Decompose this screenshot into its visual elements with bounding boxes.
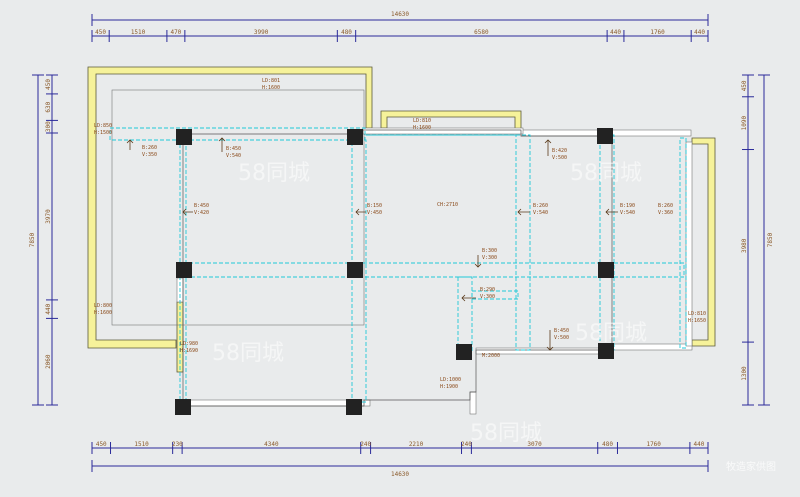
window-label-sub: H:1690 — [180, 348, 198, 354]
top-segment-label: 480 — [341, 29, 352, 36]
beam-label-sub: V:500 — [552, 155, 567, 161]
top-segment-label: 450 — [95, 29, 106, 36]
beam-label-sub: V:420 — [194, 210, 209, 216]
window-label: LD:1000 — [440, 377, 461, 383]
beam-label: B:290 — [480, 287, 495, 293]
window-label: LD:801 — [262, 78, 280, 84]
top-segment-label: 470 — [170, 29, 181, 36]
column — [176, 129, 192, 145]
bottom-segment-label: 1760 — [646, 441, 661, 448]
beam-label: B:150 — [367, 203, 382, 209]
top-total-label: 14630 — [391, 11, 409, 18]
door-label: M:2000 — [482, 353, 500, 359]
right-segment-label: 1090 — [741, 116, 748, 131]
bottom-segment-label: 4340 — [264, 441, 279, 448]
beam-label-sub: V:350 — [142, 152, 157, 158]
left-segment-label: 3970 — [45, 209, 52, 224]
beam-label-sub: V:360 — [658, 210, 673, 216]
wall-left-exterior — [88, 67, 372, 348]
watermark-text: 58同城 — [212, 341, 284, 366]
beam-label: B:450 — [554, 328, 569, 334]
window-label-sub: H:1600 — [413, 125, 431, 131]
beam-label-sub: V:540 — [533, 210, 548, 216]
footer-credit: 牧造家供图 — [726, 458, 776, 473]
beam-label-sub: V:540 — [226, 153, 241, 159]
bottom-segment-label: 2210 — [409, 441, 424, 448]
right-dimensions: 7850 450 1090 3980 1300 — [741, 75, 774, 405]
wall-bottom-mid — [470, 392, 476, 414]
beam-label: B:450 — [194, 203, 209, 209]
window-label: LD:810 — [688, 311, 706, 317]
wall-top-center — [363, 128, 523, 134]
left-segment-label: 440 — [45, 303, 52, 314]
watermark-text: 58同城 — [575, 321, 647, 346]
beam-label: B:260 — [658, 203, 673, 209]
watermark-text: 58同城 — [570, 161, 642, 186]
bottom-segment-label: 240 — [360, 441, 371, 448]
beam-label: B:190 — [620, 203, 635, 209]
beam-markers — [127, 138, 618, 350]
left-total-label: 7850 — [29, 232, 36, 247]
beam-label-sub: V:540 — [620, 210, 635, 216]
window-label-sub: H:1600 — [94, 310, 112, 316]
room-outline-left — [112, 90, 364, 325]
column — [347, 129, 363, 145]
window-label: LD:980 — [180, 341, 198, 347]
top-segment-label: 440 — [694, 29, 705, 36]
watermark-text: 58同城 — [238, 161, 310, 186]
bottom-segment-label: 440 — [694, 441, 705, 448]
window-label: LD:800 — [94, 303, 112, 309]
right-segment-label: 3980 — [741, 238, 748, 253]
bottom-segment-label: 450 — [96, 441, 107, 448]
beam-label-sub: V:500 — [554, 335, 569, 341]
bottom-segment-label: 230 — [172, 441, 183, 448]
left-segment-label: 450 — [45, 79, 52, 90]
beam-label: B:260 — [533, 203, 548, 209]
left-segment-label: 300 — [45, 121, 52, 132]
window-label-sub: H:1600 — [262, 85, 280, 91]
top-segment-label: 440 — [610, 29, 621, 36]
column — [176, 262, 192, 278]
wall-bottom-left — [177, 400, 370, 406]
column — [347, 262, 363, 278]
window-label-sub: H:1900 — [440, 384, 458, 390]
bottom-total-label: 14630 — [391, 471, 409, 478]
beam-label-sub: V:450 — [367, 210, 382, 216]
beam-label: B:300 — [482, 248, 497, 254]
column — [597, 128, 613, 144]
top-segment-label: 6580 — [474, 29, 489, 36]
right-total-label: 7850 — [767, 232, 774, 247]
bottom-segment-label: 480 — [602, 441, 613, 448]
window-label: LD:850 — [94, 123, 112, 129]
window-label: LD:810 — [413, 118, 431, 124]
watermark-text: 58同城 — [470, 421, 542, 446]
column — [175, 399, 191, 415]
column — [346, 399, 362, 415]
right-segment-label: 1300 — [741, 366, 748, 381]
beam-label-sub: V:300 — [482, 255, 497, 261]
beam-label-sub: V:300 — [480, 294, 495, 300]
left-segment-label: 630 — [45, 101, 52, 112]
ceiling-height-label: CH:2710 — [437, 202, 458, 208]
column — [598, 262, 614, 278]
window-label-sub: H:1500 — [94, 130, 112, 136]
window-label-sub: H:1650 — [688, 318, 706, 324]
column — [456, 344, 472, 360]
top-segment-label: 3990 — [254, 29, 269, 36]
right-segment-label: 450 — [741, 80, 748, 91]
left-segment-label: 2060 — [45, 354, 52, 369]
top-segment-label: 1510 — [131, 29, 146, 36]
beam-label: B:420 — [552, 148, 567, 154]
beam-label: B:260 — [142, 145, 157, 151]
walls — [88, 67, 715, 414]
bottom-segment-label: 1510 — [134, 441, 149, 448]
top-segment-label: 1760 — [650, 29, 665, 36]
left-dimensions: 7850 450 630 300 3970 440 2060 — [29, 75, 58, 405]
beam-label: B:450 — [226, 146, 241, 152]
top-dimensions: 14630 450 1510 470 3990 480 6580 440 1760 440 — [92, 11, 708, 42]
